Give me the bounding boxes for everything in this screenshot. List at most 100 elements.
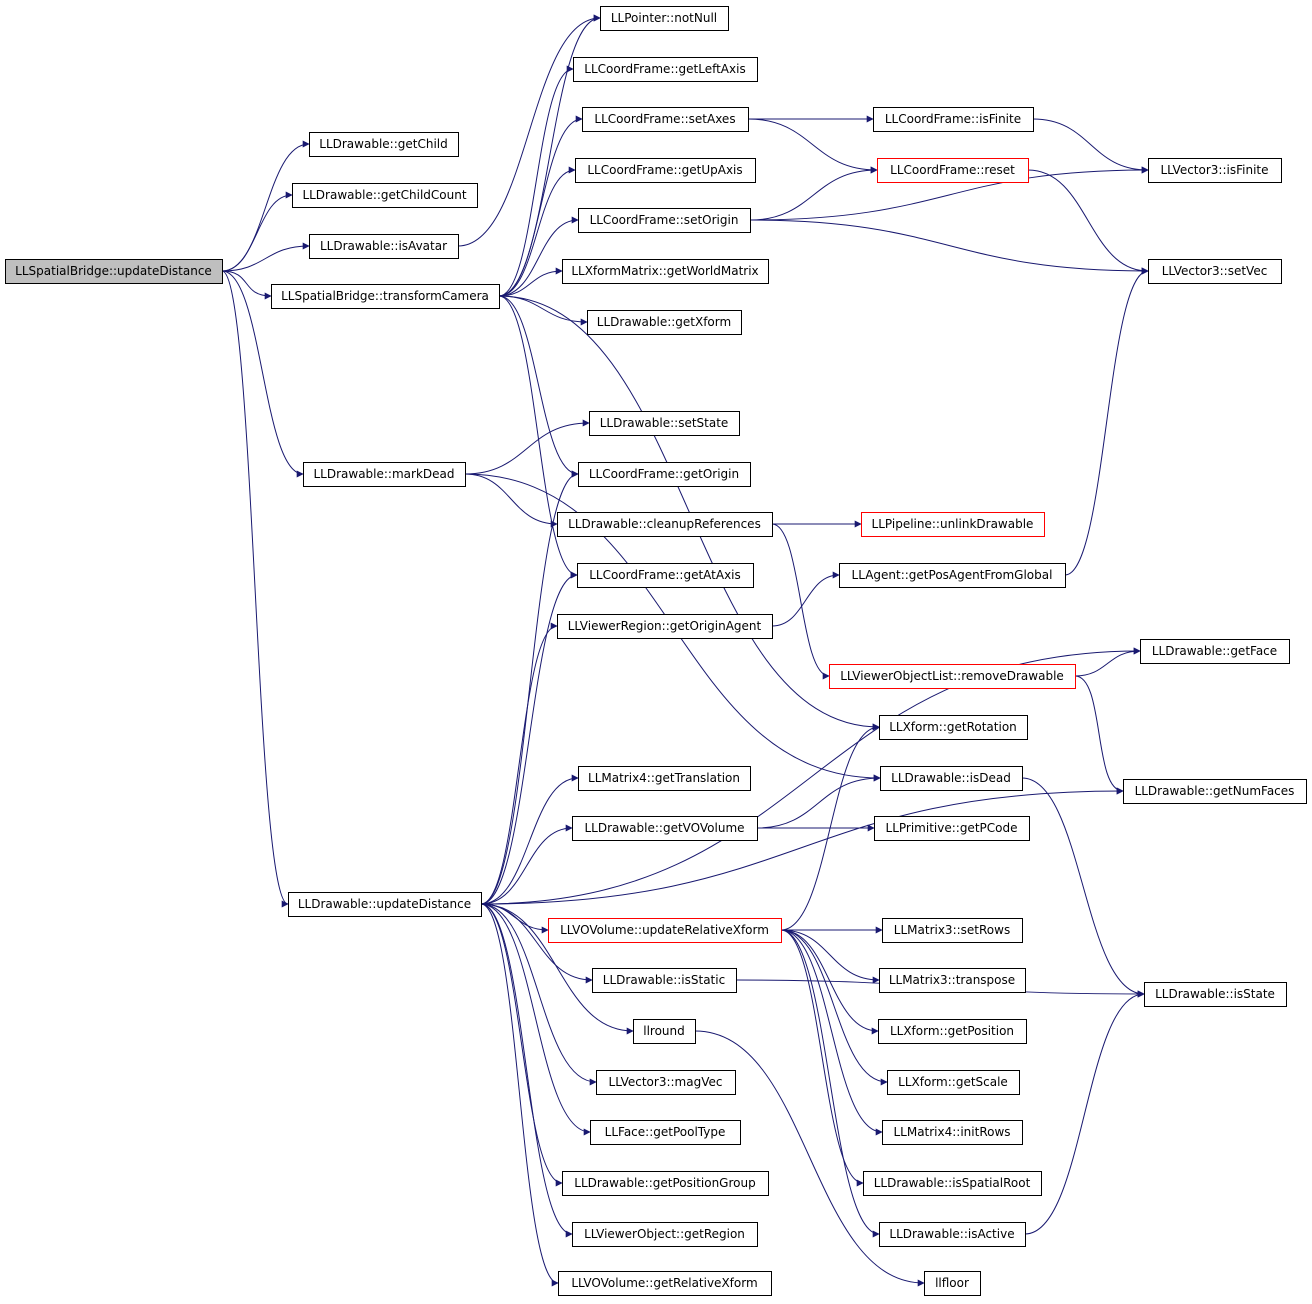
node-getRegion[interactable]: LLViewerObject::getRegion xyxy=(572,1222,758,1247)
node-box[interactable] xyxy=(292,183,478,208)
node-box[interactable] xyxy=(863,1171,1042,1196)
node-notNull[interactable]: LLPointer::notNull xyxy=(600,6,729,31)
node-getXform[interactable]: LLDrawable::getXform xyxy=(587,310,742,335)
node-cf_reset[interactable]: LLCoordFrame::reset xyxy=(877,158,1029,183)
node-getRotation[interactable]: LLXform::getRotation xyxy=(879,715,1028,740)
node-box[interactable] xyxy=(573,57,758,82)
node-box[interactable] xyxy=(577,563,754,588)
node-box[interactable] xyxy=(873,107,1034,132)
node-updateRelativeXform[interactable]: LLVOVolume::updateRelativeXform xyxy=(548,918,782,943)
node-unlinkDrawable[interactable]: LLPipeline::unlinkDrawable xyxy=(861,512,1045,537)
node-setRows[interactable]: LLMatrix3::setRows xyxy=(882,918,1023,943)
node-box[interactable] xyxy=(596,1070,736,1095)
node-updateDistance[interactable]: LLDrawable::updateDistance xyxy=(288,892,482,917)
node-box[interactable] xyxy=(882,1120,1023,1145)
node-box[interactable] xyxy=(874,816,1030,841)
node-box[interactable] xyxy=(578,766,751,791)
node-box[interactable] xyxy=(882,918,1023,943)
node-setVec[interactable]: LLVector3::setVec xyxy=(1148,259,1282,284)
node-box[interactable] xyxy=(880,766,1023,791)
node-isState[interactable]: LLDrawable::isState xyxy=(1144,982,1287,1007)
node-box[interactable] xyxy=(575,158,756,183)
node-box[interactable] xyxy=(592,968,737,993)
node-box[interactable] xyxy=(924,1271,981,1296)
node-box[interactable] xyxy=(562,259,769,284)
node-box[interactable] xyxy=(582,107,749,132)
node-getChild[interactable]: LLDrawable::getChild xyxy=(309,132,459,157)
node-box[interactable] xyxy=(590,1120,741,1145)
node-isDead[interactable]: LLDrawable::isDead xyxy=(880,766,1023,791)
node-box[interactable] xyxy=(879,1222,1026,1247)
node-box[interactable] xyxy=(600,6,729,31)
node-box[interactable] xyxy=(5,259,223,284)
node-box[interactable] xyxy=(1144,982,1287,1007)
node-box[interactable] xyxy=(1148,158,1282,183)
node-llfloor[interactable]: llfloor xyxy=(924,1271,981,1296)
node-removeDrawable[interactable]: LLViewerObjectList::removeDrawable xyxy=(829,664,1076,689)
node-box[interactable] xyxy=(562,1171,769,1196)
node-box[interactable] xyxy=(572,1222,758,1247)
node-box[interactable] xyxy=(861,512,1045,537)
node-getPoolType[interactable]: LLFace::getPoolType xyxy=(590,1120,741,1145)
node-box[interactable] xyxy=(548,918,782,943)
node-box[interactable] xyxy=(572,816,758,841)
node-box[interactable] xyxy=(303,462,466,487)
node-box[interactable] xyxy=(877,158,1029,183)
node-getPosAgentFromGlobal[interactable]: LLAgent::getPosAgentFromGlobal xyxy=(839,563,1066,588)
node-getWorldMatrix[interactable]: LLXformMatrix::getWorldMatrix xyxy=(562,259,769,284)
node-box[interactable] xyxy=(578,208,751,233)
node-box[interactable] xyxy=(633,1019,696,1044)
node-getNumFaces[interactable]: LLDrawable::getNumFaces xyxy=(1123,779,1307,804)
node-box[interactable] xyxy=(271,284,500,309)
node-box[interactable] xyxy=(879,968,1026,993)
node-isStatic[interactable]: LLDrawable::isStatic xyxy=(592,968,737,993)
node-magVec[interactable]: LLVector3::magVec xyxy=(596,1070,736,1095)
node-box[interactable] xyxy=(887,1070,1020,1095)
node-cf_isFinite[interactable]: LLCoordFrame::isFinite xyxy=(873,107,1034,132)
node-transpose[interactable]: LLMatrix3::transpose xyxy=(879,968,1026,993)
node-initRows[interactable]: LLMatrix4::initRows xyxy=(882,1120,1023,1145)
node-setOrigin[interactable]: LLCoordFrame::setOrigin xyxy=(578,208,751,233)
node-box[interactable] xyxy=(878,1019,1027,1044)
node-setState[interactable]: LLDrawable::setState xyxy=(589,411,740,436)
node-box[interactable] xyxy=(879,715,1028,740)
node-getPCode[interactable]: LLPrimitive::getPCode xyxy=(874,816,1030,841)
node-getLeftAxis[interactable]: LLCoordFrame::getLeftAxis xyxy=(573,57,758,82)
node-box[interactable] xyxy=(1148,259,1282,284)
node-getRelativeXform[interactable]: LLVOVolume::getRelativeXform xyxy=(558,1271,772,1296)
node-box[interactable] xyxy=(1140,639,1290,664)
node-setAxes[interactable]: LLCoordFrame::setAxes xyxy=(582,107,749,132)
node-box[interactable] xyxy=(557,614,773,639)
node-v3_isFinite[interactable]: LLVector3::isFinite xyxy=(1148,158,1282,183)
node-transformCamera[interactable]: LLSpatialBridge::transformCamera xyxy=(271,284,500,309)
node-getScale[interactable]: LLXform::getScale xyxy=(887,1070,1020,1095)
node-box[interactable] xyxy=(557,512,773,537)
node-getUpAxis[interactable]: LLCoordFrame::getUpAxis xyxy=(575,158,756,183)
node-root[interactable]: LLSpatialBridge::updateDistance xyxy=(5,259,223,284)
node-box[interactable] xyxy=(1123,779,1307,804)
node-box[interactable] xyxy=(829,664,1076,689)
node-box[interactable] xyxy=(578,462,751,487)
node-box[interactable] xyxy=(839,563,1066,588)
node-isSpatialRoot[interactable]: LLDrawable::isSpatialRoot xyxy=(863,1171,1042,1196)
node-getPositionGroup[interactable]: LLDrawable::getPositionGroup xyxy=(562,1171,769,1196)
node-box[interactable] xyxy=(589,411,740,436)
node-getAtAxis[interactable]: LLCoordFrame::getAtAxis xyxy=(577,563,754,588)
node-getFace[interactable]: LLDrawable::getFace xyxy=(1140,639,1290,664)
node-box[interactable] xyxy=(558,1271,772,1296)
node-getVOVolume[interactable]: LLDrawable::getVOVolume xyxy=(572,816,758,841)
node-box[interactable] xyxy=(309,234,459,259)
node-getTranslation[interactable]: LLMatrix4::getTranslation xyxy=(578,766,751,791)
node-getOrigin[interactable]: LLCoordFrame::getOrigin xyxy=(578,462,751,487)
node-box[interactable] xyxy=(587,310,742,335)
node-getOriginAgent[interactable]: LLViewerRegion::getOriginAgent xyxy=(557,614,773,639)
node-getPosition[interactable]: LLXform::getPosition xyxy=(878,1019,1027,1044)
node-isActive[interactable]: LLDrawable::isActive xyxy=(879,1222,1026,1247)
node-getChildCount[interactable]: LLDrawable::getChildCount xyxy=(292,183,478,208)
node-markDead[interactable]: LLDrawable::markDead xyxy=(303,462,466,487)
node-cleanupReferences[interactable]: LLDrawable::cleanupReferences xyxy=(557,512,773,537)
node-box[interactable] xyxy=(288,892,482,917)
node-box[interactable] xyxy=(309,132,459,157)
node-isAvatar[interactable]: LLDrawable::isAvatar xyxy=(309,234,459,259)
node-llround[interactable]: llround xyxy=(633,1019,696,1044)
